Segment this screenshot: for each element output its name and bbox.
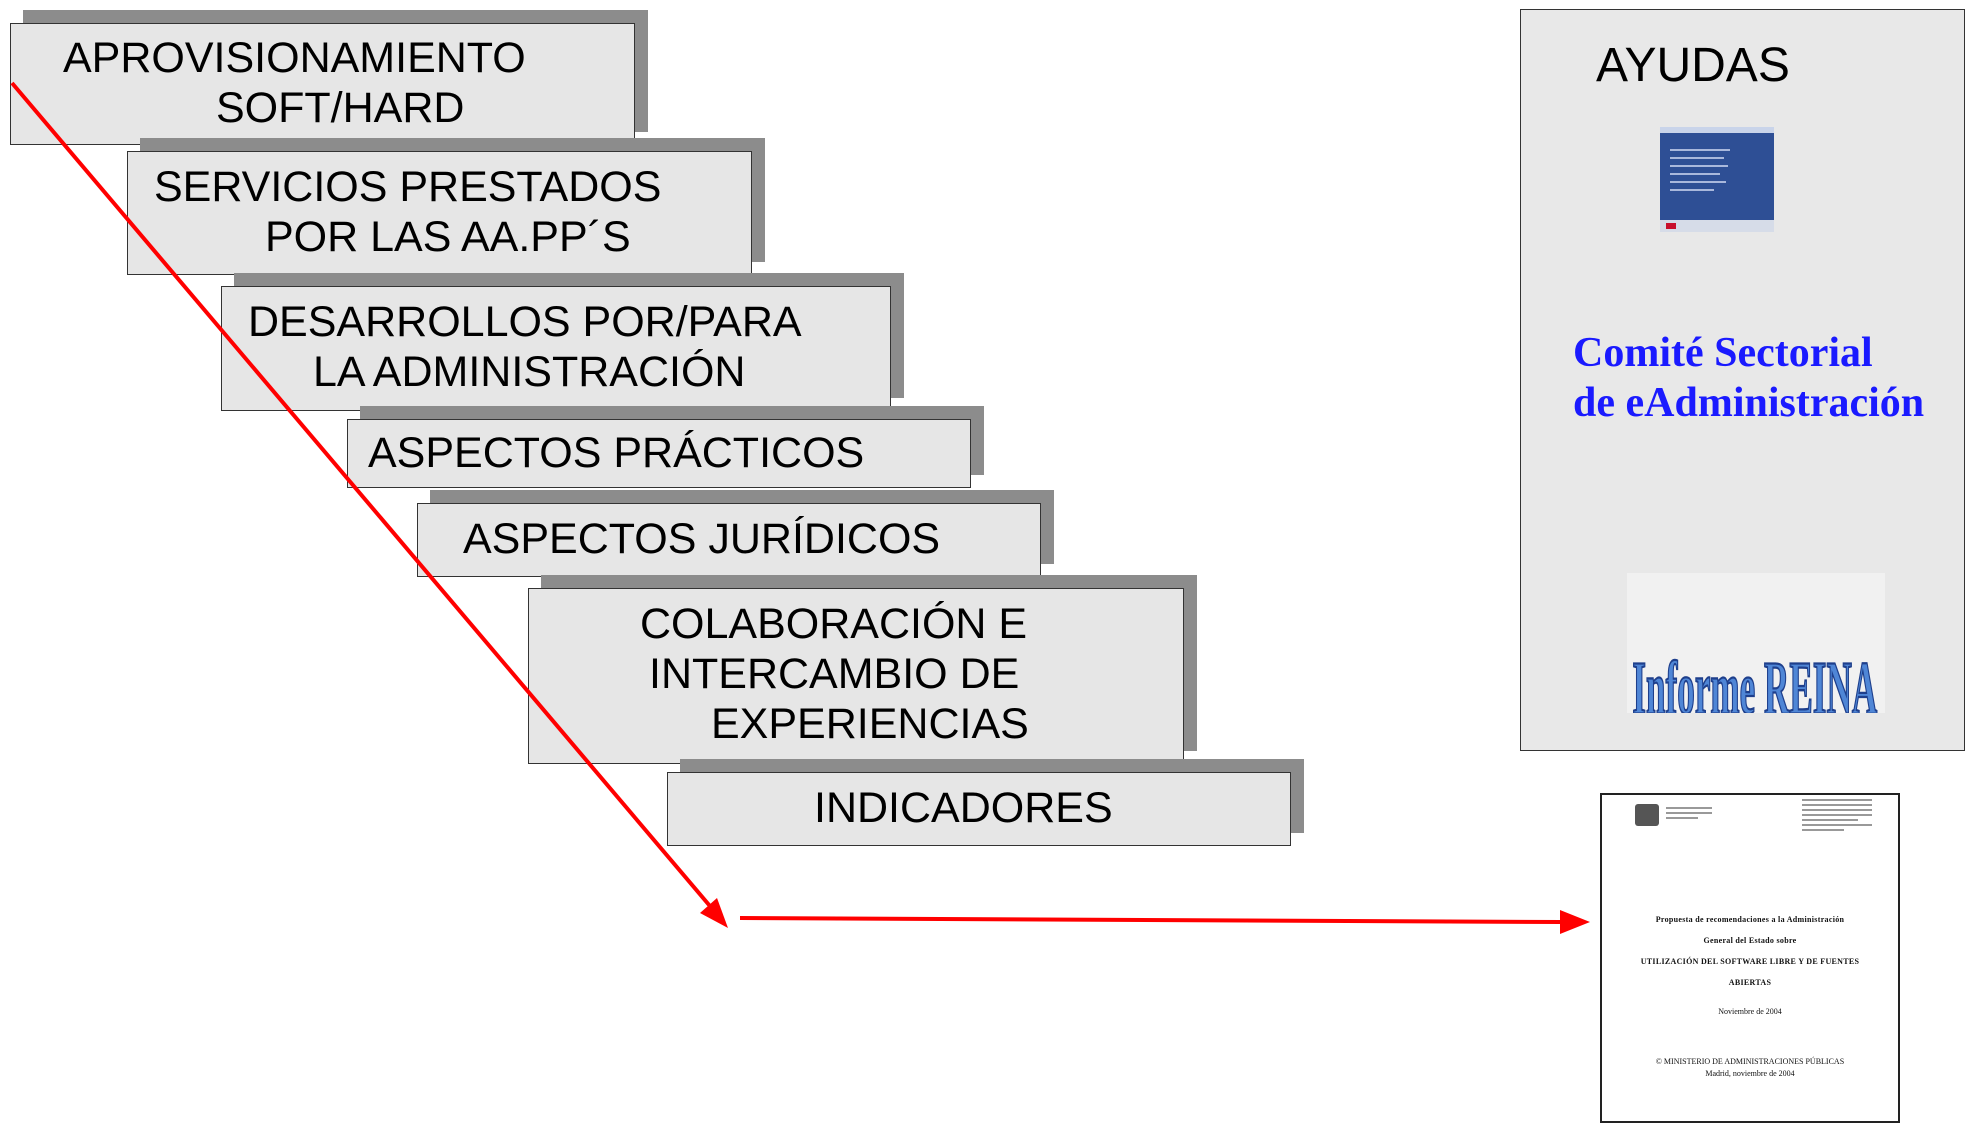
diagonal-arrow-line [10,81,717,914]
step-label: SOFT/HARD [216,84,465,132]
step-label: COLABORACIÓN E [640,600,1028,648]
step-label: SERVICIOS PRESTADOS [154,163,662,211]
document-title-line-4: ABIERTAS [1728,978,1772,987]
document-header-left [1666,807,1712,822]
step-label: INDICADORES [814,784,1113,832]
document-date: Noviembre de 2004 [1718,1007,1782,1016]
coat-of-arms-icon [1635,804,1659,826]
step-label: DESARROLLOS POR/PARA [248,298,802,346]
horizontal-arrow-line [739,916,1561,924]
document-title-line-1: Propuesta de recomendaciones a la Admini… [1655,915,1845,924]
committee-line-1: Comité Sectorial [1573,330,1873,376]
step-servicios-prestados: SERVICIOS PRESTADOS POR LAS AA.PP´S [127,151,752,275]
step-desarrollos: DESARROLLOS POR/PARA LA ADMINISTRACIÓN [221,286,891,411]
step-colaboracion: COLABORACIÓN E INTERCAMBIO DE EXPERIENCI… [528,588,1184,764]
step-aprovisionamiento: APROVISIONAMIENTO SOFT/HARD [10,23,635,145]
recommendations-document: Propuesta de recomendaciones a la Admini… [1600,793,1900,1123]
step-indicadores: INDICADORES [667,772,1291,846]
step-label: ASPECTOS PRÁCTICOS [368,429,865,477]
horizontal-arrowhead [1560,910,1590,934]
ayudas-panel: AYUDAS Comité Sectorial de eAdministraci… [1520,9,1965,751]
document-header-right [1802,799,1872,834]
reina-logo-art: Informe REINA [1631,644,1878,713]
step-label: ASPECTOS JURÍDICOS [463,515,941,563]
step-aspectos-practicos: ASPECTOS PRÁCTICOS [347,419,971,488]
guide-booklet-image [1660,127,1774,232]
document-copyright: © MINISTERIO DE ADMINISTRACIONES PÚBLICA… [1655,1057,1845,1066]
committee-line-2: de eAdministración [1573,380,1925,426]
step-label: EXPERIENCIAS [711,700,1029,748]
informe-reina-logo: Informe REINA [1627,573,1885,713]
document-title-line-3: UTILIZACIÓN DEL SOFTWARE LIBRE Y DE FUEN… [1640,957,1860,966]
step-label: LA ADMINISTRACIÓN [313,348,746,396]
reina-logo-text: Informe REINA [1632,645,1877,713]
diagonal-arrowhead [700,898,728,928]
ayudas-title: AYUDAS [1596,39,1790,92]
step-label: APROVISIONAMIENTO [63,34,526,82]
step-aspectos-juridicos: ASPECTOS JURÍDICOS [417,503,1041,577]
document-place: Madrid, noviembre de 2004 [1705,1069,1795,1078]
step-label: POR LAS AA.PP´S [265,213,631,261]
step-label: INTERCAMBIO DE [649,650,1020,698]
document-title-line-2: General del Estado sobre [1703,936,1797,945]
committee-label: Comité Sectorial de eAdministración [1573,328,1924,428]
